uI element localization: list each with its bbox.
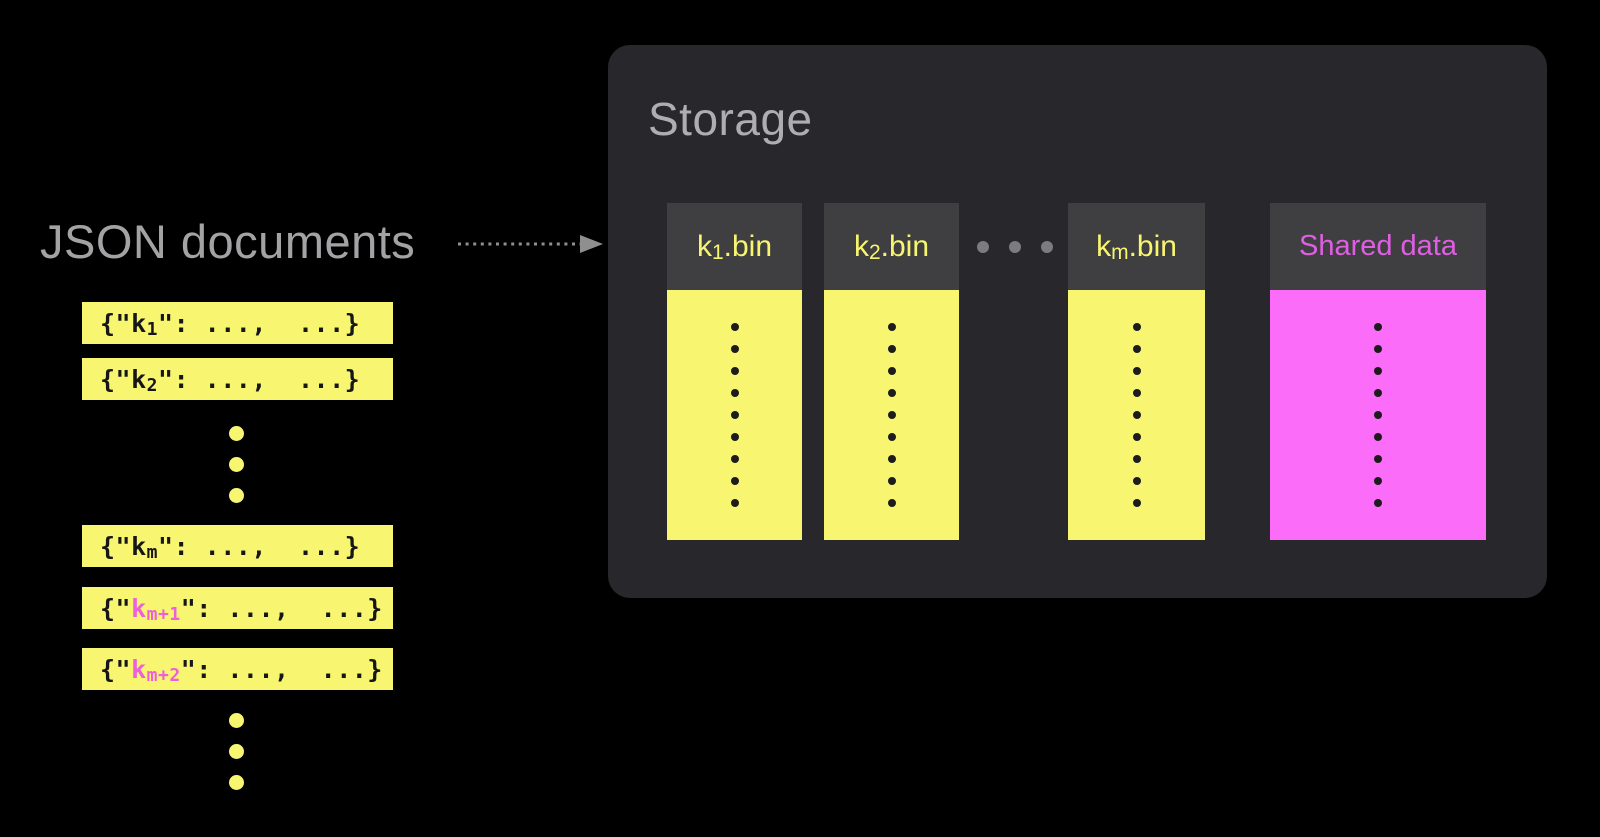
column-header-label: Shared data xyxy=(1298,230,1457,262)
column-body xyxy=(1068,290,1205,540)
column-header: km.bin xyxy=(1068,203,1205,290)
bar-close: ": ..., ...} xyxy=(158,364,361,394)
storage-column-km: km.bin xyxy=(1068,203,1205,540)
column-body xyxy=(667,290,802,540)
header-key: k xyxy=(853,229,869,263)
column-header: Shared data xyxy=(1270,203,1486,290)
bar-key: k xyxy=(131,308,147,338)
column-dots xyxy=(730,290,739,540)
bar-key-subscript: m+1 xyxy=(146,603,181,625)
vertical-ellipsis-dots xyxy=(229,426,244,503)
column-header: k2.bin xyxy=(824,203,959,290)
column-body xyxy=(824,290,959,540)
bar-open: {" xyxy=(100,531,132,561)
json-doc-bar-km2: {"km+2": ..., ...} xyxy=(82,648,393,690)
bar-key-subscript: 1 xyxy=(146,318,159,340)
json-doc-bar-km: {"km": ..., ...} xyxy=(82,525,393,567)
json-doc-text: {"km+1": ..., ...} xyxy=(100,593,383,625)
header-suffix: .bin xyxy=(723,229,773,263)
bar-key: k xyxy=(131,364,147,394)
column-dots xyxy=(1374,290,1382,540)
column-header: k1.bin xyxy=(667,203,802,290)
storage-column-shared: Shared data xyxy=(1270,203,1486,540)
bar-key-subscript: m+2 xyxy=(146,664,181,686)
storage-column-k1: k1.bin xyxy=(667,203,802,540)
storage-panel-title: Storage xyxy=(648,93,813,145)
arrow-head xyxy=(580,235,603,253)
bar-key-subscript: m xyxy=(146,541,159,563)
bar-close: ": ..., ...} xyxy=(180,654,383,684)
column-header-label: k1.bin xyxy=(697,230,772,264)
bar-close: ": ..., ...} xyxy=(158,308,361,338)
header-key: k xyxy=(1096,229,1112,263)
bar-key: k xyxy=(131,654,147,684)
json-doc-bar-k1: {"k1": ..., ...} xyxy=(82,302,393,344)
header-key-subscript: m xyxy=(1111,240,1129,264)
dotted-arrow-icon xyxy=(458,235,603,253)
bar-key-subscript: 2 xyxy=(146,374,159,396)
bar-key: k xyxy=(131,593,147,623)
storage-panel: Storage k1.bin k2.bin km.bin xyxy=(608,45,1547,598)
bar-key: k xyxy=(131,531,147,561)
json-doc-bar-km1: {"km+1": ..., ...} xyxy=(82,587,393,629)
bar-open: {" xyxy=(100,593,132,623)
header-suffix: .bin xyxy=(1128,229,1177,263)
json-doc-text: {"k2": ..., ...} xyxy=(100,364,361,396)
column-dots xyxy=(1132,290,1141,540)
header-key-subscript: 1 xyxy=(711,240,724,264)
horizontal-ellipsis-dots xyxy=(977,241,1053,253)
storage-column-k2: k2.bin xyxy=(824,203,959,540)
bar-open: {" xyxy=(100,654,132,684)
vertical-ellipsis-dots xyxy=(229,713,244,790)
bar-open: {" xyxy=(100,364,132,394)
bar-close: ": ..., ...} xyxy=(180,593,383,623)
json-doc-bar-k2: {"k2": ..., ...} xyxy=(82,358,393,400)
column-body xyxy=(1270,290,1486,540)
column-dots xyxy=(887,290,896,540)
header-suffix: .bin xyxy=(880,229,930,263)
bar-close: ": ..., ...} xyxy=(158,531,361,561)
json-doc-text: {"km+2": ..., ...} xyxy=(100,654,383,686)
header-key-subscript: 2 xyxy=(868,240,881,264)
column-header-label: k2.bin xyxy=(854,230,929,264)
bar-open: {" xyxy=(100,308,132,338)
column-header-label: km.bin xyxy=(1096,230,1177,264)
json-documents-label: JSON documents xyxy=(40,215,416,268)
json-doc-text: {"km": ..., ...} xyxy=(100,531,361,563)
header-key: k xyxy=(696,229,712,263)
json-doc-text: {"k1": ..., ...} xyxy=(100,308,361,340)
